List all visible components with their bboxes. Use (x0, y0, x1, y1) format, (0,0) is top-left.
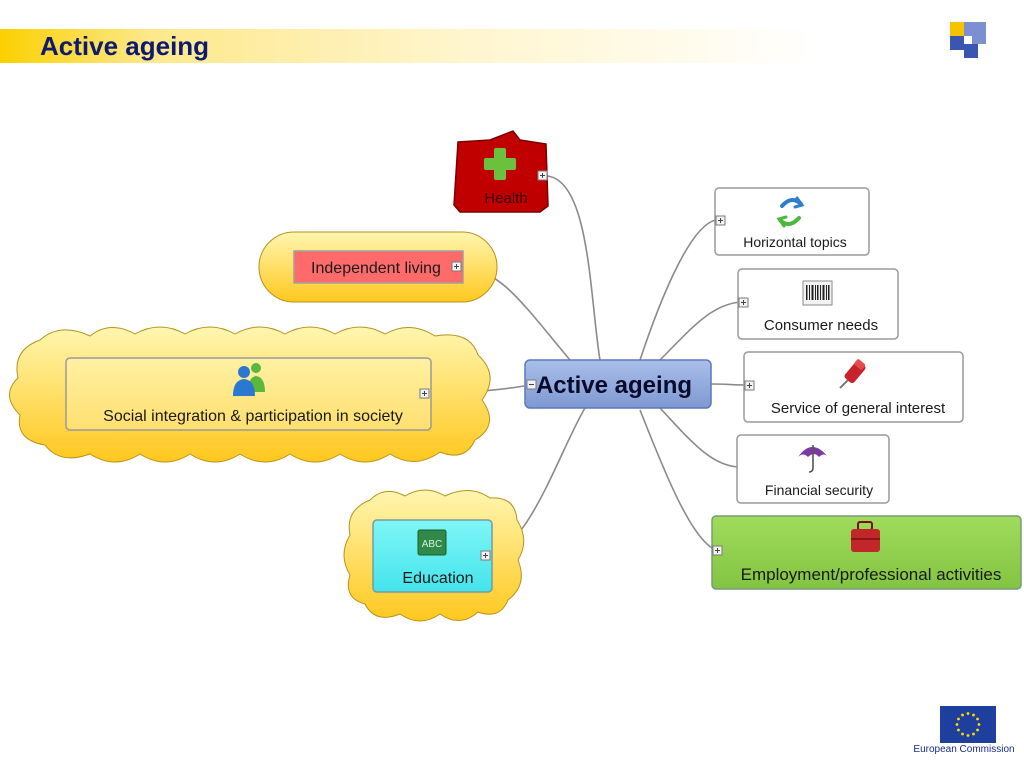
service-general-interest-label: Service of general interest (771, 400, 946, 417)
page-title: Active ageing (40, 31, 210, 61)
consumer-needs-label: Consumer needs (764, 317, 878, 334)
consumer-needs-expand-toggle[interactable] (738, 297, 749, 308)
connector-health (546, 175, 601, 361)
european-commission-label: European Commission (913, 744, 1015, 755)
plus-cross-icon (484, 148, 516, 180)
pushpin-icon (839, 359, 866, 389)
chalkboard-text: ABC (422, 539, 443, 550)
people-icon (233, 363, 265, 396)
health-label: Health (484, 190, 527, 207)
horizontal-topics-node[interactable]: Horizontal topics (714, 187, 870, 256)
ec-corner-logo (950, 22, 986, 58)
financial-security-label: Financial security (765, 482, 873, 498)
financial-security-node[interactable]: Financial security (736, 434, 890, 504)
education-expand-toggle[interactable] (480, 550, 491, 561)
connector-consumer-needs (659, 301, 741, 361)
center-node[interactable]: Active ageing (524, 359, 712, 409)
connector-service-general-interest (710, 383, 747, 386)
expand-toggles (419, 170, 755, 561)
center-label: Active ageing (536, 372, 692, 399)
employment-label: Employment/professional activities (741, 565, 1002, 584)
employment-expand-toggle[interactable] (712, 545, 723, 556)
social-integration-expand-toggle[interactable] (419, 388, 430, 399)
umbrella-icon (798, 445, 828, 473)
eu-star (957, 717, 960, 721)
health-expand-toggle[interactable] (537, 170, 548, 181)
social-integration-label: Social integration & participation in so… (103, 408, 403, 425)
connector-financial-security (659, 407, 739, 468)
eu-star (976, 728, 979, 732)
eu-star (966, 734, 970, 737)
eu-star (972, 732, 975, 736)
social-integration-node[interactable]: Social integration & participation in so… (65, 357, 432, 431)
employment-node[interactable]: Employment/professional activities (711, 515, 1022, 590)
center-collapse-toggle[interactable] (526, 379, 537, 390)
horizontal-topics-expand-toggle[interactable] (715, 215, 726, 226)
barcode-icon (802, 280, 833, 306)
eu-star (957, 728, 960, 732)
eu-star (976, 717, 979, 721)
eu-star (972, 713, 975, 717)
eu-star (961, 732, 964, 736)
refresh-arrows-icon (776, 196, 805, 228)
education-node[interactable]: ABC Education (372, 519, 493, 593)
service-general-interest-expand-toggle[interactable] (744, 380, 755, 391)
eu-star (966, 712, 970, 715)
eu-star (955, 723, 959, 726)
independent-living-expand-toggle[interactable] (451, 261, 462, 272)
independent-living-node[interactable]: Independent living (293, 250, 464, 284)
education-label: Education (402, 570, 473, 587)
horizontal-topics-label: Horizontal topics (743, 234, 847, 250)
independent-living-label: Independent living (311, 260, 441, 277)
connector-horizontal-topics (639, 219, 717, 361)
health-node[interactable]: Health (453, 130, 549, 213)
eu-star (977, 723, 981, 726)
consumer-needs-node[interactable]: Consumer needs (737, 268, 899, 340)
eu-star (961, 713, 964, 717)
briefcase-icon (851, 521, 880, 552)
service-general-interest-node[interactable]: Service of general interest (743, 351, 964, 423)
chalkboard-icon: ABC (417, 529, 447, 556)
eu-flag (940, 706, 996, 743)
title-band (0, 29, 820, 63)
connector-employment (639, 409, 717, 551)
